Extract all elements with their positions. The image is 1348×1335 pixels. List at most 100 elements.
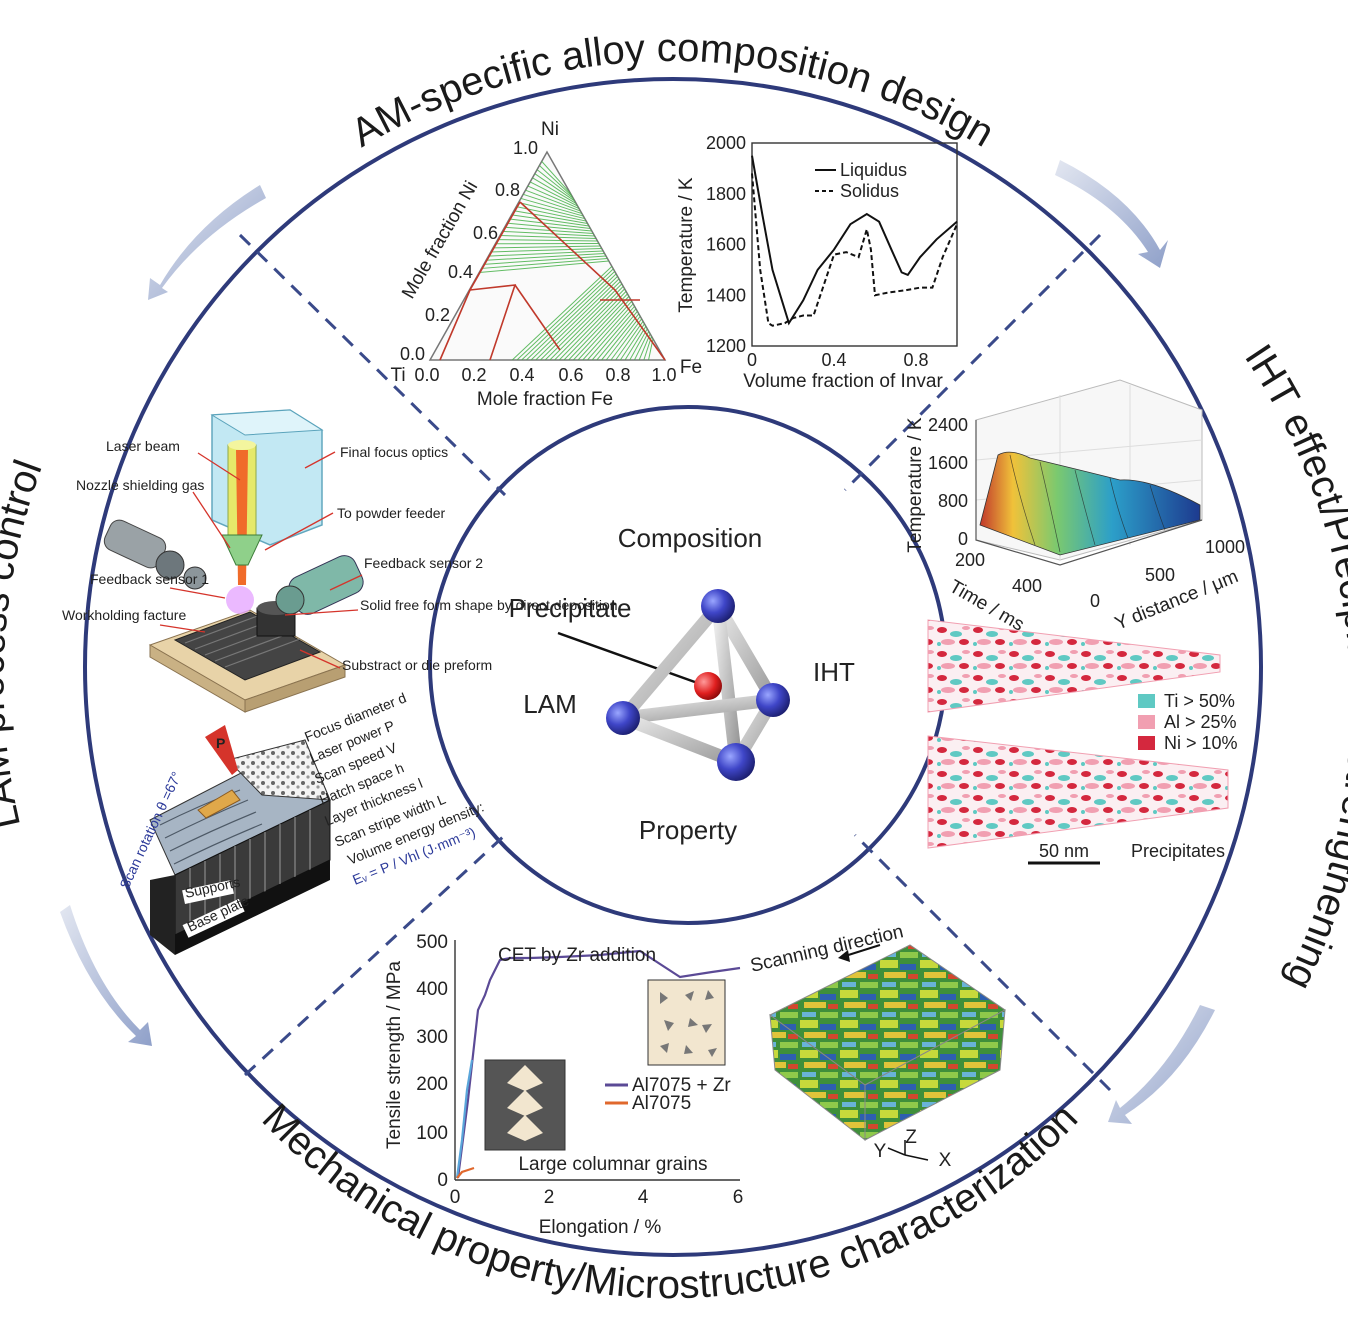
arrow-top-left — [148, 185, 266, 300]
scan-schematic: Supports Base plate P Focus diameter d L… — [116, 689, 486, 955]
tie-line — [601, 313, 640, 361]
tensile-x-tick: 4 — [638, 1187, 649, 1208]
tie-line — [615, 321, 644, 361]
tie-line — [509, 218, 591, 230]
center-tetrahedron: Composition Precipitate IHT LAM Property — [509, 523, 855, 845]
tie-line — [605, 316, 641, 361]
divider-se — [853, 833, 1112, 1092]
liquidus-line — [751, 155, 958, 326]
x-tick-label: 0.4 — [821, 350, 846, 370]
ternary-bottom-tick: 0.2 — [461, 365, 486, 385]
tie-line — [500, 234, 597, 240]
ebsd-axes — [887, 1140, 929, 1161]
tie-line — [529, 181, 578, 207]
laser-p-label: P — [216, 735, 225, 751]
ternary-left-tick: 0.8 — [495, 180, 520, 200]
y-tick-label: 1400 — [706, 285, 746, 305]
curve-blue — [455, 1059, 474, 1179]
tie-line — [619, 323, 645, 361]
title-bottom: Mechanical property/Microstructure chara… — [254, 1096, 1086, 1308]
base-plate-bottom — [175, 860, 330, 955]
tensile-x-tick: 0 — [450, 1187, 461, 1208]
tetra-rods — [616, 599, 780, 769]
microstructure-block: Scanning direction Y Z X — [748, 921, 1006, 1171]
tie-line — [610, 318, 643, 361]
tie-line — [624, 326, 647, 361]
laser-cone — [205, 725, 238, 775]
tensile-y-tick: 500 — [416, 932, 448, 953]
tie-line — [582, 303, 634, 361]
laser-tube-top — [228, 440, 256, 450]
ternary-bottom-tick: 0.6 — [558, 365, 583, 385]
lam-label-deposition: Solid free form shape by direct depositi… — [360, 597, 618, 613]
surface-x-ticks: 200 400 — [955, 550, 1042, 596]
feedback-sensor-2 — [275, 555, 364, 615]
chart-xlabel: Volume fraction of Invar — [743, 371, 943, 392]
surface-y-ticks: 1000 500 0 — [1090, 537, 1245, 611]
tie-line — [572, 298, 631, 361]
ternary-apex-top: Ni — [541, 119, 559, 140]
node-lam — [606, 701, 640, 735]
tie-line — [591, 308, 637, 361]
tie-line — [558, 291, 627, 361]
tensile-ylabel: Tensile strength / MPa — [384, 961, 405, 1149]
tensile-y-tick: 200 — [416, 1074, 448, 1095]
tie-line — [486, 253, 605, 261]
ternary-bottom-ticks: 0.0 0.2 0.4 0.6 0.8 1.0 — [414, 365, 676, 385]
base-plate-block — [150, 875, 175, 955]
legend-ti-swatch — [1138, 694, 1155, 708]
y-tick-label: 1800 — [706, 184, 746, 204]
surface-y-tick: 0 — [1090, 591, 1100, 611]
lam-leader-lines — [159, 451, 363, 669]
precipitate-map-bottom — [927, 735, 1229, 849]
arrow-top-right — [1055, 160, 1168, 268]
tie-line — [587, 306, 635, 361]
title-top: AM-specific alloy composition design — [344, 26, 1001, 156]
ternary-left-tick: 1.0 — [513, 138, 538, 158]
arrow-bottom-right — [1108, 1005, 1215, 1124]
thermal-surface-plot: 2400 1600 800 0 200 400 1000 500 0 Tempe… — [905, 379, 1245, 636]
tie-line — [535, 278, 620, 361]
legend-liquidus: Liquidus — [840, 160, 907, 180]
lam-label-sensor-1: Feedback sensor 1 — [90, 571, 209, 587]
surface-ylabel: Y distance / μm — [1112, 566, 1241, 635]
surface-z-ticks: 2400 1600 800 0 — [928, 415, 968, 549]
axis-z: Z — [905, 1127, 917, 1148]
tensile-chart: 500 400 300 200 100 0 0 2 4 6 Elongation… — [384, 932, 743, 1238]
tie-line — [534, 173, 576, 202]
tie-line — [479, 260, 609, 274]
legend-ti: Ti > 50% — [1164, 691, 1235, 711]
tie-line — [521, 271, 616, 361]
y-tick-label: 1600 — [706, 235, 746, 255]
tensile-y-ticks: 500 400 300 200 100 0 — [416, 932, 448, 1191]
tie-line — [549, 286, 624, 361]
tensile-annotation: CET by Zr addition — [498, 945, 656, 966]
divider-nw — [238, 233, 507, 497]
label-iht: IHT — [813, 657, 855, 687]
base-plate-front — [244, 664, 346, 713]
inner-circle — [428, 405, 948, 925]
tie-line — [511, 214, 590, 227]
tie-line — [563, 293, 628, 361]
surface-z-tick: 2400 — [928, 415, 968, 435]
columnar-grains — [507, 1065, 543, 1141]
temperature-surface — [979, 451, 1201, 556]
tie-line — [504, 226, 594, 235]
tie-line — [506, 222, 592, 232]
precipitate-maps: Ti > 50% Al > 25% Ni > 10% 50 nm Precipi… — [927, 619, 1238, 865]
tensile-y-tick: 300 — [416, 1027, 448, 1048]
ternary-left-tick: 0.4 — [448, 262, 473, 282]
ternary-left-axis-label: Mole fraction Ni — [398, 178, 482, 303]
node-property — [717, 743, 755, 781]
tie-line — [530, 276, 618, 361]
tie-line — [518, 202, 585, 220]
optics-top — [210, 409, 324, 436]
legend-ni-swatch — [1138, 736, 1155, 750]
legend-al: Al > 25% — [1164, 712, 1237, 732]
ternary-bottom-tick: 1.0 — [651, 365, 676, 385]
legend-base: Al7075 — [632, 1093, 691, 1114]
series — [751, 155, 958, 327]
surface-z-tick: 1600 — [928, 453, 968, 473]
